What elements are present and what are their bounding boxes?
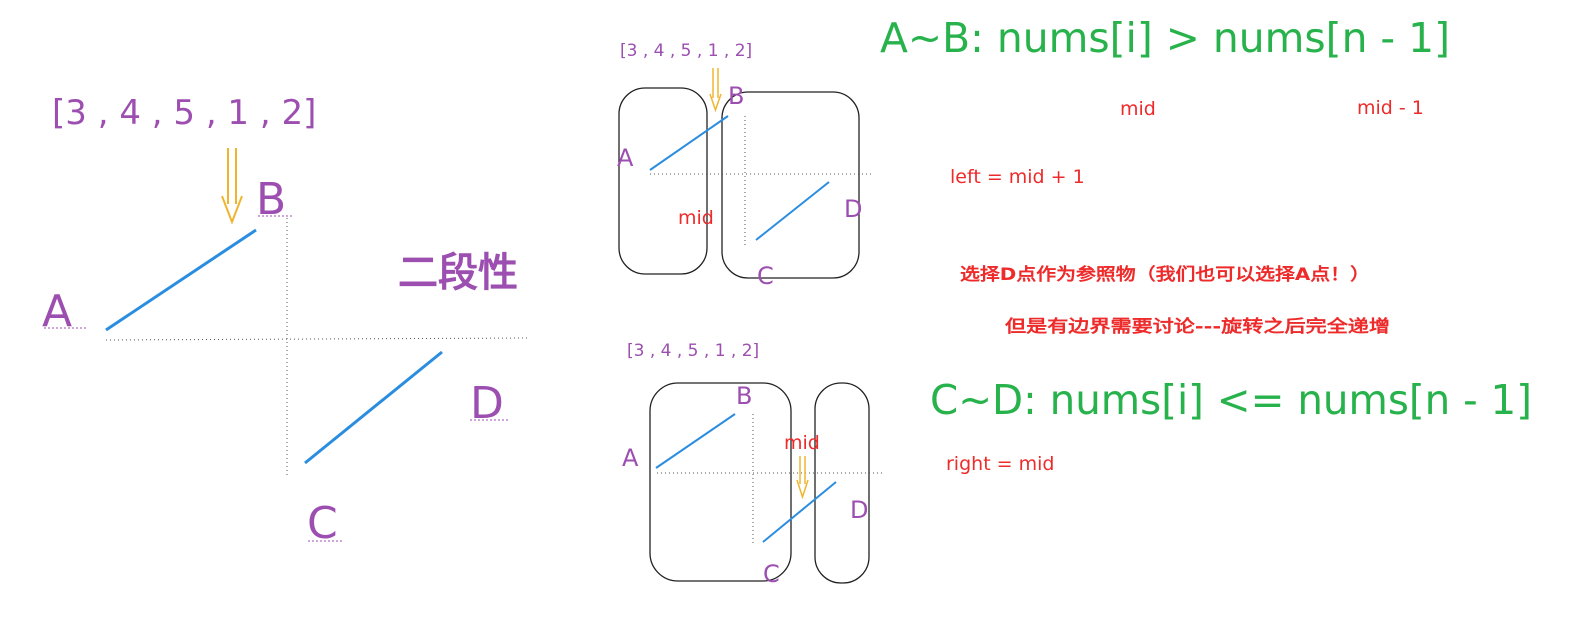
bottom-point-c: C: [763, 560, 780, 588]
cd-condition: C~D: nums[i] <= nums[n - 1]: [930, 376, 1532, 424]
left-horizontal-guide: [105, 337, 529, 341]
note-mid-label: mid: [1120, 98, 1156, 120]
left-down-arrow-icon: [221, 148, 243, 225]
bottom-right-box: [814, 382, 870, 584]
bottom-array-label: [3 , 4 , 5 , 1 , 2]: [627, 341, 759, 361]
top-right-box: [721, 91, 860, 279]
left-ab-segment: [105, 228, 257, 332]
bottom-point-d: D: [850, 496, 868, 524]
bottom-ab-segment: [655, 413, 736, 469]
top-diagram: [3 , 4 , 5 , 1 , 2] B A mid D C: [617, 41, 874, 290]
top-down-arrow-icon: [709, 68, 722, 113]
top-ab-segment: [649, 115, 729, 171]
top-mid-label: mid: [678, 207, 714, 229]
top-point-a: A: [617, 144, 634, 172]
bottom-cd-segment: [762, 481, 837, 543]
bottom-point-b: B: [736, 382, 752, 410]
top-point-c: C: [757, 262, 774, 290]
top-cd-segment: [755, 181, 830, 241]
top-array-label: [3 , 4 , 5 , 1 , 2]: [620, 41, 752, 61]
ab-condition: A~B: nums[i] > nums[n - 1]: [880, 14, 1450, 62]
left-cd-segment: [304, 350, 443, 465]
left-diagram-title: 二段性: [398, 250, 518, 296]
left-point-a: A: [42, 286, 72, 337]
bottom-point-a: A: [622, 444, 639, 472]
right-update-rule: right = mid: [946, 453, 1055, 475]
boundary-note: 但是有边界需要讨论---旋转之后完全递增: [1005, 316, 1390, 337]
top-point-d: D: [844, 195, 862, 223]
notes: A~B: nums[i] > nums[n - 1] mid mid - 1 l…: [880, 14, 1532, 475]
left-update-rule: left = mid + 1: [950, 166, 1085, 188]
bottom-diagram: [3 , 4 , 5 , 1 , 2] B A mid D C: [622, 341, 884, 588]
left-point-d: D: [470, 378, 504, 429]
top-left-box: [618, 87, 708, 275]
left-array-label: [3 , 4 , 5 , 1 , 2]: [52, 93, 316, 133]
note-mid-minus-label: mid - 1: [1357, 97, 1424, 119]
top-point-b: B: [728, 82, 744, 110]
left-diagram: [3 , 4 , 5 , 1 , 2] B A 二段性 D C: [42, 93, 529, 549]
bottom-mid-label: mid: [784, 432, 820, 454]
bottom-down-arrow-icon: [796, 456, 809, 500]
bottom-left-box: [649, 382, 792, 582]
left-point-b: B: [256, 174, 286, 225]
reference-note: 选择D点作为参照物（我们也可以选择A点！）: [960, 264, 1370, 285]
